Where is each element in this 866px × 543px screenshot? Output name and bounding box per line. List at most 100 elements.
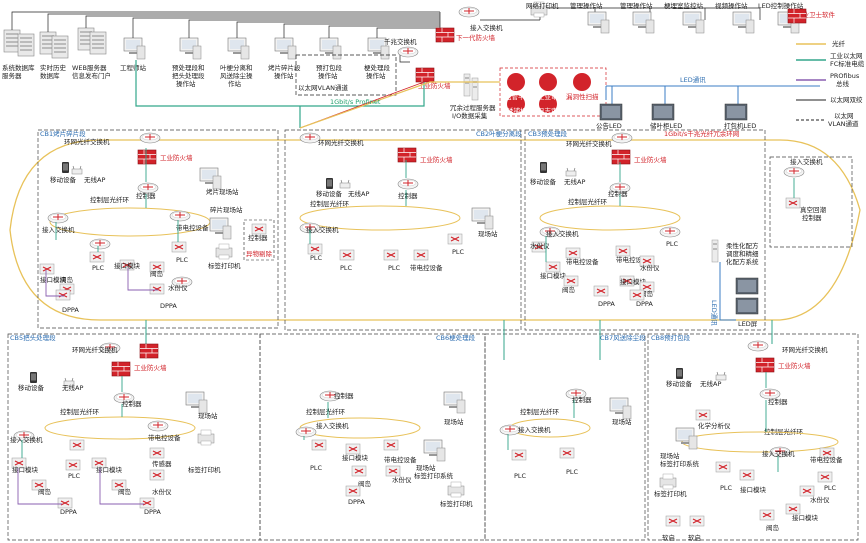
svg-text:控制器: 控制器 (768, 397, 788, 406)
cb5-section: 环网光纤交换机 工业防火墙 移动设备 无线AP 控制器 现场站 控制层光纤环 接… (10, 342, 221, 516)
svg-text:水份仪: 水份仪 (392, 475, 412, 484)
svg-text:碎片现场站: 碎片现场站 (210, 205, 243, 214)
svg-text:操作站: 操作站 (274, 71, 294, 80)
svg-text:接入交换机: 接入交换机 (306, 225, 339, 234)
svg-text:带电控设备: 带电控设备 (410, 263, 443, 272)
svg-text:日志审计: 日志审计 (538, 106, 565, 115)
legend: 光纤 工业以太网 FC标准电缆 PROfibus 总线 以太网双绞 以太网 VL… (796, 39, 865, 128)
svg-text:打包机LED: 打包机LED (724, 121, 756, 130)
access-switch-label: 接入交换机 (470, 23, 503, 32)
svg-text:接口模块: 接口模块 (792, 513, 819, 522)
svg-text:异物剔除: 异物剔除 (246, 249, 273, 258)
svg-text:DPPA: DPPA (598, 300, 615, 308)
svg-text:作站: 作站 (228, 79, 242, 88)
svg-text:接入交换机: 接入交换机 (316, 421, 349, 430)
section-cb7-title: CB7风送除尘段 (600, 333, 646, 342)
svg-text:操作站: 操作站 (318, 71, 338, 80)
led-network: LED通讯 公告LED 储叶柜LED 打包机LED (596, 75, 820, 130)
svg-text:实时历史: 实时历史 (40, 63, 67, 72)
svg-text:移动设备: 移动设备 (316, 189, 343, 198)
svg-text:控制器: 控制器 (802, 213, 822, 222)
svg-text:带电控设备: 带电控设备 (616, 255, 649, 264)
server-label-db: 系统数据库 (2, 63, 35, 72)
svg-text:工业防火墙: 工业防火墙 (634, 155, 667, 164)
svg-text:环网光纤交换机: 环网光纤交换机 (782, 345, 828, 354)
svg-text:DPPA: DPPA (636, 300, 653, 308)
svg-text:接口模块: 接口模块 (620, 277, 647, 286)
svg-text:接口模块: 接口模块 (12, 465, 39, 474)
security-cluster: 监管平台 工业审计 漏洞性扫描 诱捕机 日志审计 (499, 67, 607, 117)
svg-text:接入交换机: 接入交换机 (42, 225, 75, 234)
next-gen-firewall-label: 下一代防火墙 (456, 33, 496, 42)
next-gen-firewall-icon (435, 27, 455, 43)
svg-text:叶梗分离和: 叶梗分离和 (220, 63, 253, 72)
svg-text:DPPA: DPPA (60, 508, 77, 516)
svg-text:阀岛: 阀岛 (562, 285, 575, 294)
svg-text:工程师站: 工程师站 (120, 63, 147, 72)
svg-text:控制器: 控制器 (608, 189, 628, 198)
svg-text:标签打印系统: 标签打印系统 (660, 459, 700, 468)
svg-text:1Gbit/s Profinet: 1Gbit/s Profinet (330, 98, 381, 106)
core-industrial-firewall-icon (415, 67, 435, 83)
svg-text:LED通讯: LED通讯 (710, 300, 719, 326)
svg-text:阀岛: 阀岛 (60, 275, 73, 284)
svg-text:储叶柜LED: 储叶柜LED (650, 121, 682, 130)
svg-text:阀岛: 阀岛 (640, 289, 653, 298)
svg-text:现场站: 现场站 (198, 411, 218, 420)
svg-text:以太网: 以太网 (834, 111, 854, 120)
svg-text:诱捕机: 诱捕机 (507, 106, 527, 115)
svg-text:带电控设备: 带电控设备 (176, 223, 209, 232)
svg-text:接口模块: 接口模块 (740, 485, 767, 494)
svg-text:预处理段和: 预处理段和 (172, 63, 205, 72)
svg-text:化学分析仪: 化学分析仪 (698, 421, 731, 430)
svg-text:工业防火墙: 工业防火墙 (778, 361, 811, 370)
svg-text:PLC: PLC (666, 240, 679, 248)
svg-text:环网光纤交换机: 环网光纤交换机 (64, 137, 110, 146)
svg-text:PLC: PLC (824, 484, 837, 492)
cb8-section: 环网光纤交换机 工业防火墙 移动设备 无线AP 控制器 化学分析仪 控制层光纤环… (654, 340, 843, 542)
gigabit-switch-label: 千兆交换机 (384, 37, 417, 46)
svg-text:水份仪: 水份仪 (168, 283, 188, 292)
net-printer-label: 网络打印机 (526, 1, 559, 10)
svg-text:现场站: 现场站 (416, 463, 436, 472)
svg-text:DPPA: DPPA (160, 302, 177, 310)
svg-text:PLC: PLC (566, 468, 579, 476)
section-cb2-title: CB2叶梗分离段 (476, 129, 522, 138)
svg-text:化配方系统: 化配方系统 (726, 257, 759, 266)
svg-text:PLC: PLC (176, 256, 189, 264)
svg-text:传感器: 传感器 (152, 459, 172, 468)
svg-text:PROfibus: PROfibus (830, 72, 860, 80)
svg-text:PLC: PLC (514, 472, 527, 480)
svg-text:监管平台: 监管平台 (505, 92, 531, 101)
svg-text:风送除尘操: 风送除尘操 (220, 71, 253, 80)
svg-text:DPPA: DPPA (144, 508, 161, 516)
svg-text:环网光纤交换机: 环网光纤交换机 (72, 345, 118, 354)
svg-text:现场站: 现场站 (478, 229, 498, 238)
svg-text:工业防火墙: 工业防火墙 (134, 363, 167, 372)
svg-text:PLC: PLC (720, 484, 733, 492)
inter-section-lines (145, 320, 773, 360)
gigabit-switch-icon (397, 46, 419, 58)
section-cb6-title: CB6梗处理段 (436, 333, 476, 342)
svg-text:柔性化配方: 柔性化配方 (726, 241, 759, 250)
svg-text:现场站: 现场站 (660, 451, 680, 460)
svg-text:FC标准电缆: FC标准电缆 (830, 59, 865, 68)
cb1-section: 环网光纤交换机 工业防火墙 移动设备 无线AP 控制器 烤片现场站 控制层光纤环… (39, 132, 275, 314)
cb7-section: 控制器 现场站 控制层光纤环 接入交换机 PLC PLC (499, 388, 632, 480)
svg-text:预打包段: 预打包段 (316, 63, 343, 72)
svg-text:现场站: 现场站 (612, 417, 632, 426)
svg-text:接入交换机: 接入交换机 (10, 435, 43, 444)
svg-text:管理操作站: 管理操作站 (570, 1, 603, 10)
svg-text:移动设备: 移动设备 (530, 177, 557, 186)
svg-text:I/O数据采集: I/O数据采集 (452, 111, 488, 120)
section-cb3-title: CB3预处理段 (528, 129, 568, 138)
svg-text:PLC: PLC (310, 464, 323, 472)
cb6-section: 控制器 现场站 控制层光纤环 接入交换机 PLC 接口模块 带电控设备 水份仪 … (295, 390, 473, 508)
svg-text:工业审计: 工业审计 (538, 92, 565, 101)
top-servers: 系统数据库 服务器 实时历史 数据库 WEB服务器 信息发布门户 工程师站 预处… (2, 27, 391, 88)
svg-text:水份仪: 水份仪 (530, 241, 550, 250)
svg-text:控制层光纤环: 控制层光纤环 (520, 407, 560, 416)
redundant-server-icon (463, 73, 471, 97)
svg-text:真空回潮: 真空回潮 (800, 205, 827, 214)
